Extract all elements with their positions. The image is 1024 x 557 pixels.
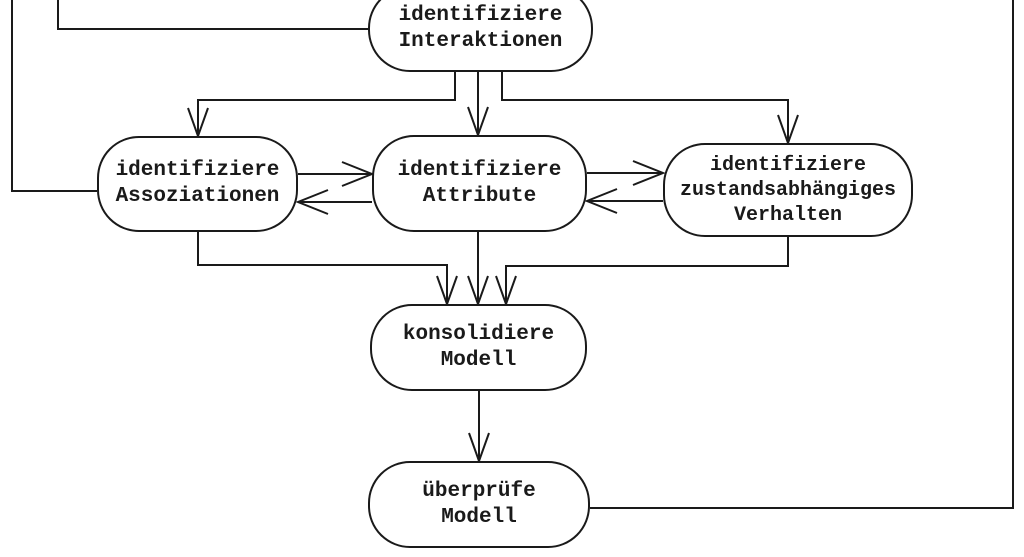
node-identifiziere-assoziationen: identifiziere Assoziationen bbox=[97, 136, 298, 232]
arrowhead-left-icon bbox=[295, 189, 329, 215]
node-label-line: Modell bbox=[440, 348, 517, 372]
edge-attribute-to-assoziationen bbox=[295, 189, 372, 215]
edge-attribute-to-verhalten bbox=[587, 160, 666, 186]
node-label-line: zustandsabhängiges bbox=[679, 178, 897, 202]
node-label-line: identifiziere bbox=[398, 4, 563, 27]
node-label-line: identifiziere bbox=[709, 153, 867, 177]
node-konsolidiere-modell: konsolidiere Modell bbox=[370, 304, 587, 391]
arrowhead-right-icon bbox=[632, 160, 666, 186]
node-label-line: Attribute bbox=[422, 184, 537, 208]
edge-konsolidiere-to-ueberpruefe bbox=[468, 391, 490, 464]
node-ueberpruefe-modell: überprüfe Modell bbox=[368, 461, 590, 548]
edge-interaktionen-to-verhalten bbox=[501, 72, 799, 146]
edge-verhalten-to-konsolidiere bbox=[495, 237, 789, 307]
node-label-line: Interaktionen bbox=[398, 30, 563, 53]
edge-interaktionen-to-assoziationen bbox=[187, 72, 456, 139]
node-label-line: überprüfe bbox=[422, 479, 536, 503]
node-label-line: konsolidiere bbox=[402, 322, 555, 346]
node-label-line: Modell bbox=[441, 505, 517, 529]
edge-top-to-assoziationen bbox=[11, 0, 97, 192]
edge-verhalten-to-attribute bbox=[584, 188, 663, 214]
edge-assoziationen-to-konsolidiere bbox=[197, 232, 458, 307]
edge-ueberpruefe-feedback-right bbox=[590, 0, 1014, 509]
edge-assoziationen-to-attribute bbox=[298, 161, 375, 187]
node-label-line: Verhalten bbox=[733, 203, 843, 227]
arrowhead-left-icon bbox=[584, 188, 618, 214]
edge-top-to-interaktionen bbox=[57, 0, 368, 30]
edge-attribute-to-konsolidiere bbox=[467, 232, 489, 307]
node-identifiziere-attribute: identifiziere Attribute bbox=[372, 135, 587, 232]
node-label-line: identifiziere bbox=[397, 158, 562, 182]
node-label-line: identifiziere bbox=[115, 159, 280, 182]
node-label-line: Assoziationen bbox=[115, 185, 280, 208]
node-identifiziere-interaktionen: identifiziere Interaktionen bbox=[368, 0, 593, 72]
edge-interaktionen-to-attribute bbox=[467, 72, 489, 138]
node-identifiziere-zustandsabhaengiges-verhalten: identifiziere zustandsabhängiges Verhalt… bbox=[663, 143, 913, 237]
